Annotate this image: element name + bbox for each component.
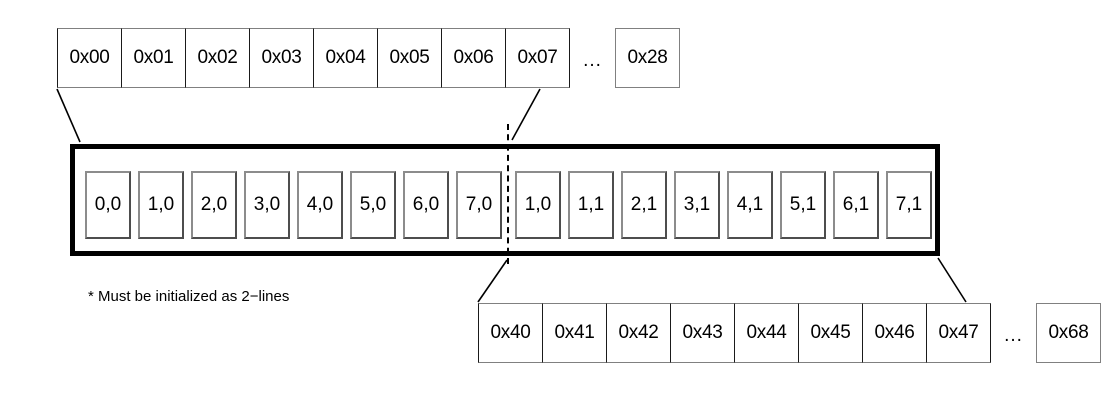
footnote-text: * Must be initialized as 2−lines [88,288,290,305]
word-cell: 5,1 [780,171,826,239]
ellipsis-label: ... [583,50,602,71]
line-split-dashed-divider [507,124,509,264]
address-cell: 0x06 [441,28,506,88]
word-cell: 3,1 [674,171,720,239]
top-address-row: 0x00 0x01 0x02 0x03 0x04 0x05 0x06 0x07 … [57,28,680,88]
word-cell: 7,1 [886,171,932,239]
leader-bottom-left [477,259,508,303]
address-cell: 0x44 [734,303,799,363]
leader-top-left [56,88,81,143]
address-cell: 0x43 [670,303,735,363]
address-cell: 0x00 [57,28,122,88]
address-cell-tail: 0x68 [1036,303,1101,363]
leader-top-right [511,88,541,141]
ellipsis-label: ... [1004,325,1023,346]
leader-bottom-right [937,257,967,303]
address-cell: 0x41 [542,303,607,363]
line-buffer-cells: 0,0 1,0 2,0 3,0 4,0 5,0 6,0 7,0 1,0 1,1 … [85,171,932,239]
word-cell: 1,0 [515,171,561,239]
line-buffer-box: 0,0 1,0 2,0 3,0 4,0 5,0 6,0 7,0 1,0 1,1 … [70,144,940,256]
address-cell: 0x05 [377,28,442,88]
bottom-address-row: 0x40 0x41 0x42 0x43 0x44 0x45 0x46 0x47 … [478,303,1101,363]
word-cell: 7,0 [456,171,502,239]
address-cell: 0x47 [926,303,991,363]
address-cell: 0x45 [798,303,863,363]
word-cell: 2,1 [621,171,667,239]
address-cell: 0x03 [249,28,314,88]
word-cell: 6,1 [833,171,879,239]
word-cell: 6,0 [403,171,449,239]
address-cell: 0x04 [313,28,378,88]
word-cell: 1,1 [568,171,614,239]
word-cell: 2,0 [191,171,237,239]
word-cell: 3,0 [244,171,290,239]
word-cell: 5,0 [350,171,396,239]
address-cell-tail: 0x28 [615,28,680,88]
address-cell: 0x02 [185,28,250,88]
address-cell: 0x40 [478,303,543,363]
word-cell: 1,0 [138,171,184,239]
word-cell: 4,0 [297,171,343,239]
address-cell: 0x42 [606,303,671,363]
address-cell: 0x46 [862,303,927,363]
word-cell: 4,1 [727,171,773,239]
address-cell: 0x01 [121,28,186,88]
address-cell: 0x07 [505,28,570,88]
word-cell: 0,0 [85,171,131,239]
